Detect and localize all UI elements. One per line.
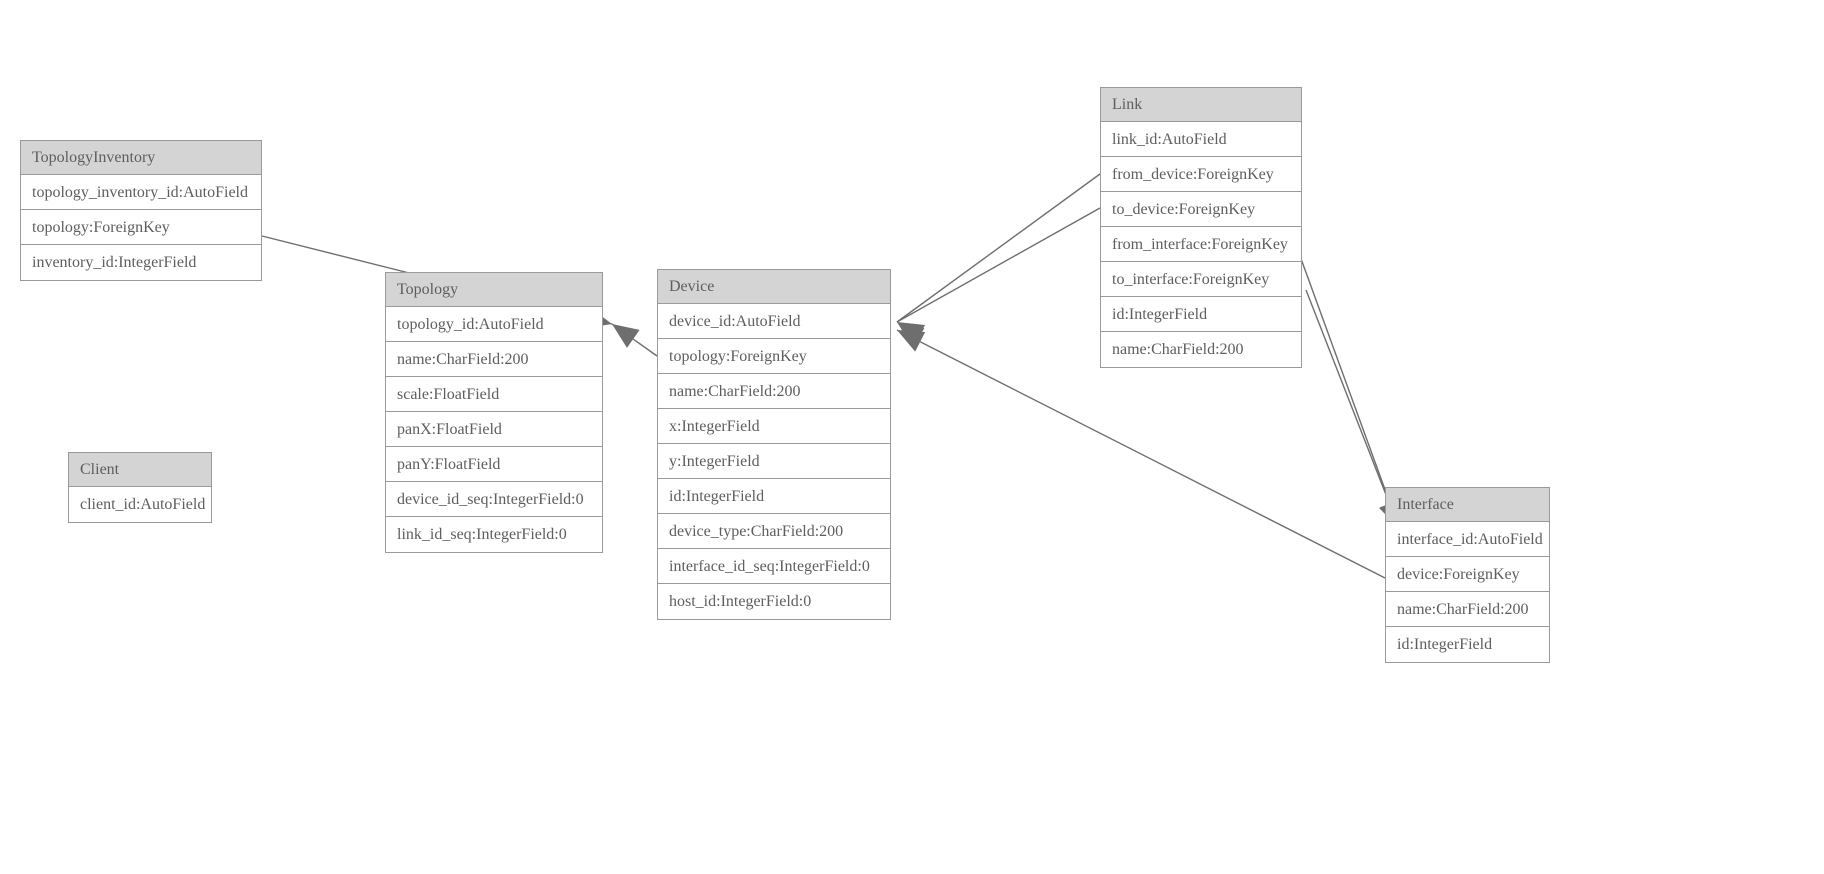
arrowhead: [897, 322, 926, 345]
relationship-device-topology: [611, 323, 658, 357]
attribute-row: to_interface:ForeignKey: [1101, 262, 1301, 297]
attribute-row: host_id:IntegerField:0: [669, 593, 812, 610]
attribute-row: panY:FloatField: [386, 447, 602, 482]
attribute-row: id:IntegerField: [658, 479, 890, 514]
attribute-row: topology_id:AutoField: [386, 307, 602, 342]
relationship-link-from-device: [896, 173, 1101, 347]
relationship-link-to-device: [896, 207, 1101, 345]
attribute-row: y:IntegerField: [658, 444, 890, 479]
attribute-row: to_device:ForeignKey: [1101, 192, 1301, 227]
attribute-row: device:ForeignKey: [1386, 557, 1549, 592]
attribute-row: topology:ForeignKey: [658, 339, 890, 374]
arrowhead: [897, 322, 925, 347]
arrowhead: [612, 324, 640, 348]
attribute-row: topology_inventory_id:AutoField: [21, 175, 261, 210]
attribute-row: device_id:AutoField: [658, 304, 890, 339]
attribute-row: panX:FloatField: [386, 412, 602, 447]
attribute-row: client_id:AutoField: [80, 496, 206, 513]
attribute-row: inventory_id:IntegerField: [32, 254, 197, 271]
attribute-row: id:IntegerField: [1397, 636, 1493, 653]
attribute-row: interface_id:AutoField: [1386, 522, 1549, 557]
entity-title-topologyinventory: TopologyInventory: [21, 141, 261, 175]
attribute-row: device_type:CharField:200: [658, 514, 890, 549]
entity-title-device: Device: [658, 270, 890, 304]
attribute-row: scale:FloatField: [386, 377, 602, 412]
entity-title-interface: Interface: [1386, 488, 1549, 522]
attribute-row: interface_id_seq:IntegerField:0: [658, 549, 890, 584]
attribute-row: device_id_seq:IntegerField:0: [386, 482, 602, 517]
attribute-row: topology:ForeignKey: [21, 210, 261, 245]
attribute-row: from_device:ForeignKey: [1101, 157, 1301, 192]
attribute-row: from_interface:ForeignKey: [1101, 227, 1301, 262]
attribute-row: name:CharField:200: [1386, 592, 1549, 627]
attribute-row: x:IntegerField: [658, 409, 890, 444]
attribute-row: link_id_seq:IntegerField:0: [397, 526, 567, 543]
entity-client[interactable]: Client client_id:AutoField: [68, 452, 212, 523]
entity-title-link: Link: [1101, 88, 1301, 122]
entity-title-client: Client: [69, 453, 211, 487]
attribute-row: id:IntegerField: [1101, 297, 1301, 332]
arrowhead: [897, 330, 926, 352]
attribute-row: link_id:AutoField: [1101, 122, 1301, 157]
attribute-row: name:CharField:200: [1112, 341, 1244, 358]
attribute-row: name:CharField:200: [658, 374, 890, 409]
attribute-row: name:CharField:200: [386, 342, 602, 377]
entity-title-topology: Topology: [386, 273, 602, 307]
